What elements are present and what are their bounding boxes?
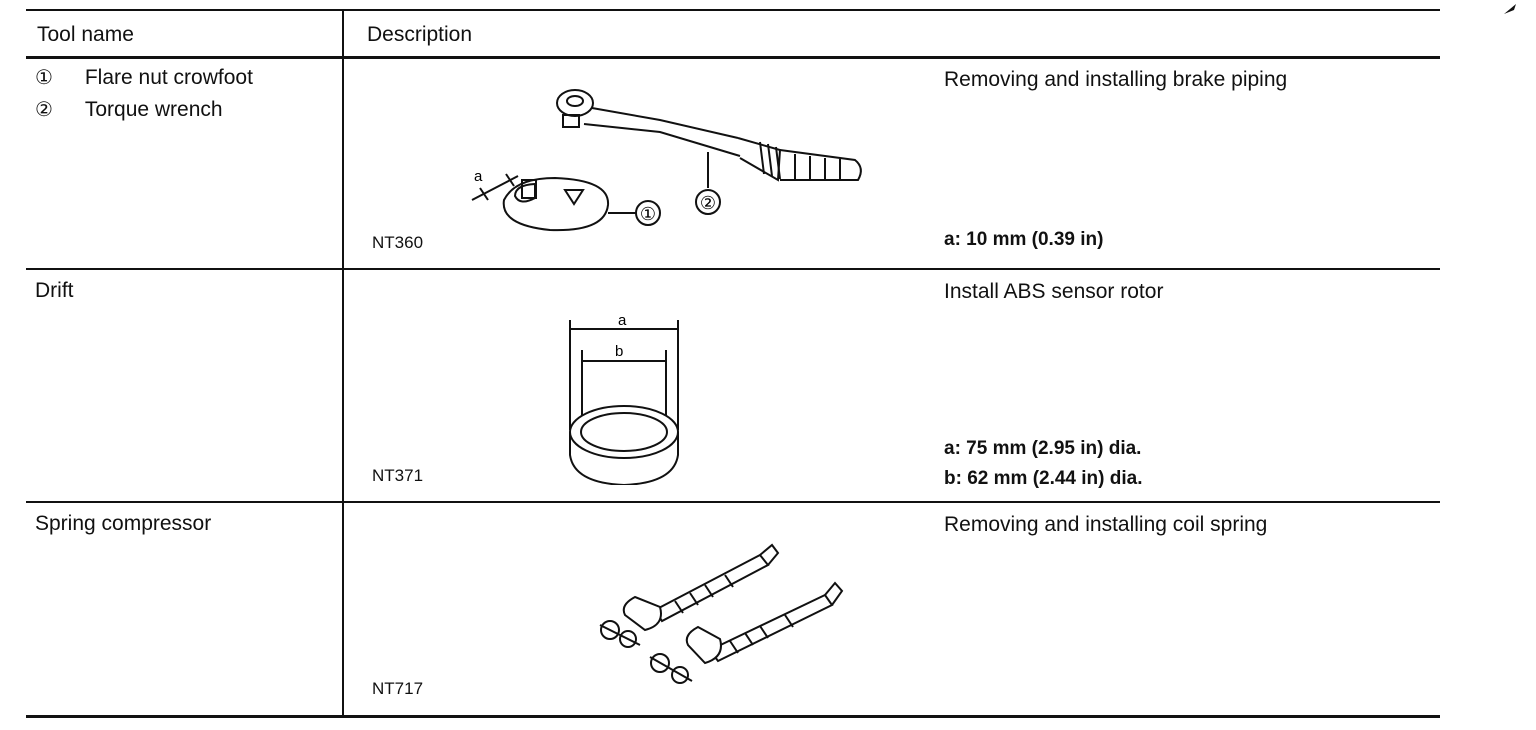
spec-a-10mm: a: 10 mm (0.39 in) xyxy=(944,229,1104,250)
tool-item-1: ① Flare nut crowfoot xyxy=(35,66,253,90)
drift-illustration: a b xyxy=(569,312,679,485)
wrench-illustration: ② ① a xyxy=(471,89,862,232)
usage-coil-spring: Removing and installing coil spring xyxy=(944,513,1268,536)
tool-marker-1: ① xyxy=(35,67,53,89)
figure-code-nt360: NT360 xyxy=(372,233,424,252)
tool-name-torque-wrench: Torque wrench xyxy=(84,98,223,121)
label-a-crowfoot: a xyxy=(474,168,483,185)
figure-code-nt371: NT371 xyxy=(372,466,424,485)
row-divider-2 xyxy=(26,501,1440,503)
usage-brake-piping: Removing and installing brake piping xyxy=(944,68,1288,91)
figure-code-nt717: NT717 xyxy=(372,679,424,698)
corner-mark-icon xyxy=(1504,4,1516,14)
top-border xyxy=(26,9,1440,11)
row-divider-1 xyxy=(26,268,1440,270)
usage-abs-sensor-rotor: Install ABS sensor rotor xyxy=(944,280,1164,303)
tool-name-spring-compressor: Spring compressor xyxy=(35,512,212,535)
column-divider xyxy=(342,10,344,716)
label-a-drift: a xyxy=(618,312,627,329)
tool-name-drift: Drift xyxy=(35,279,74,302)
spring-compressor-illustration xyxy=(599,543,844,684)
header-description: Description xyxy=(367,23,473,46)
spec-a-75mm: a: 75 mm (2.95 in) dia. xyxy=(944,438,1142,459)
spec-b-62mm: b: 62 mm (2.44 in) dia. xyxy=(944,468,1143,489)
header-separator xyxy=(26,56,1440,59)
tool-name-flare-nut-crowfoot: Flare nut crowfoot xyxy=(84,66,253,89)
tool-item-2: ② Torque wrench xyxy=(35,98,223,122)
label-b-drift: b xyxy=(615,343,623,360)
header-tool-name: Tool name xyxy=(37,23,134,46)
label-one: ① xyxy=(640,204,656,224)
bottom-border xyxy=(26,715,1440,718)
label-two: ② xyxy=(700,193,716,213)
tool-marker-2: ② xyxy=(35,99,53,121)
